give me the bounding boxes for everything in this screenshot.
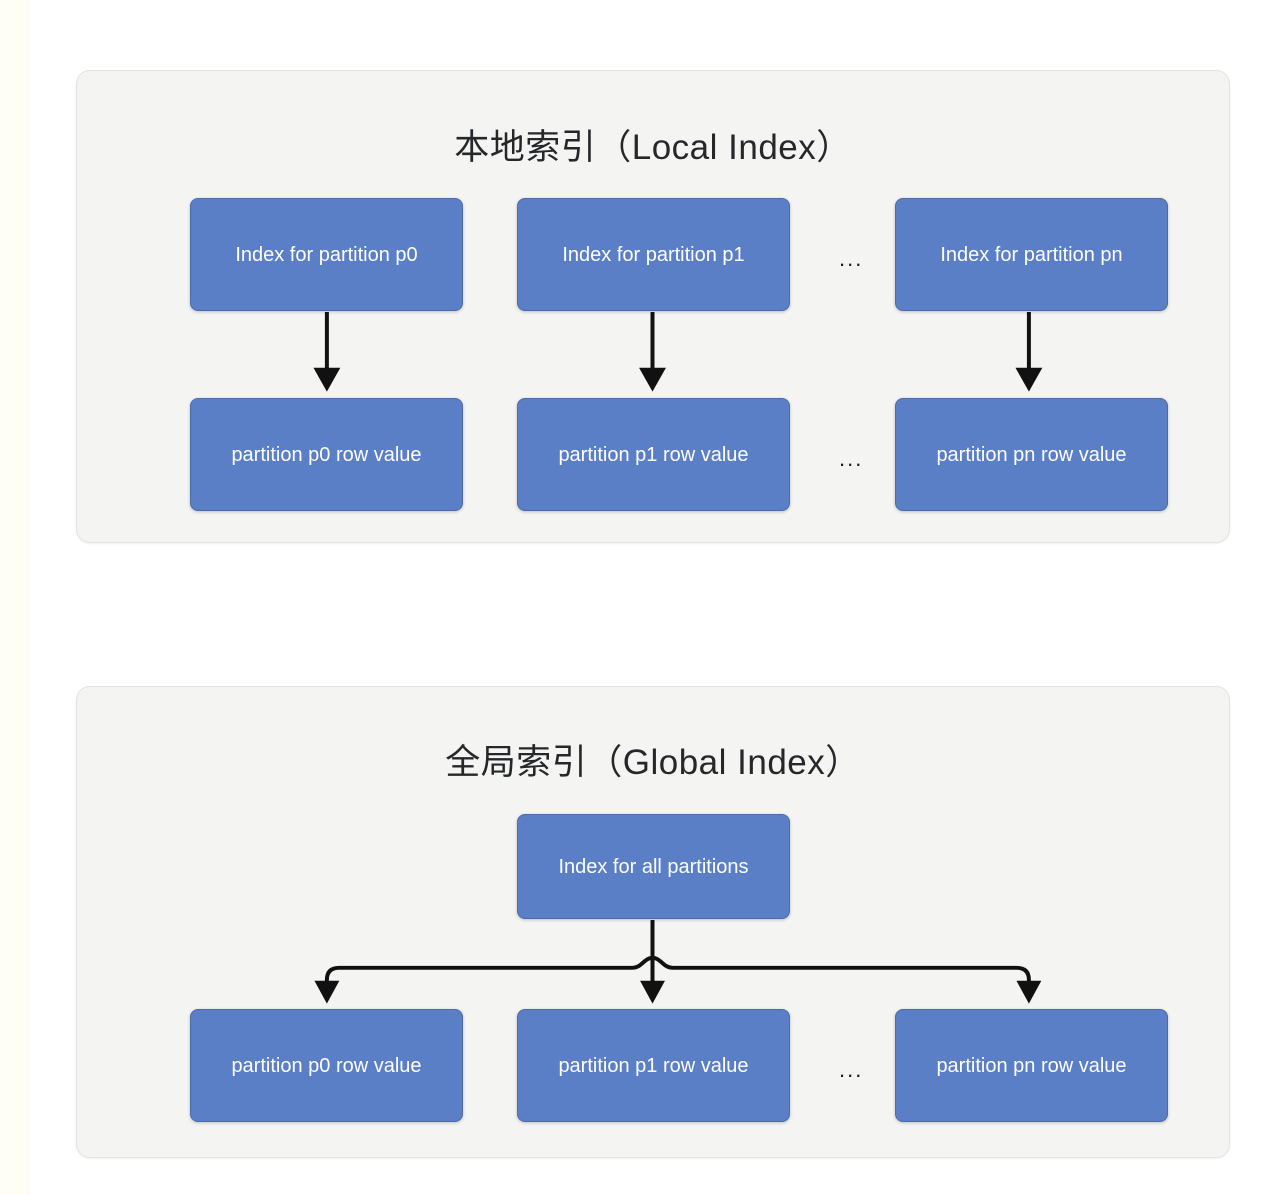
global-index-panel: 全局索引（Global Index） Index for all partiti…	[76, 686, 1230, 1158]
node-index-partition-pn[interactable]: Index for partition pn	[895, 198, 1168, 311]
arrow-heads-local	[313, 367, 1043, 392]
arrow-head-global-p1	[640, 980, 665, 1004]
node-global-value-partition-p0[interactable]: partition p0 row value	[190, 1009, 463, 1122]
arrow-head-global-p0	[314, 980, 340, 1004]
node-index-partition-p1[interactable]: Index for partition p1	[517, 198, 790, 311]
page-background-tint	[0, 0, 30, 1195]
local-index-panel: 本地索引（Local Index） Index for partition p0…	[76, 70, 1230, 543]
branch-right	[652, 955, 1031, 986]
global-index-title: 全局索引（Global Index）	[445, 743, 861, 782]
arrow-heads-global	[314, 980, 1042, 1004]
ellipsis-local-value-row: ...	[839, 446, 864, 471]
node-index-all-partitions[interactable]: Index for all partitions	[517, 814, 790, 919]
arrow-head-pn	[1015, 367, 1043, 392]
node-global-value-partition-pn[interactable]: partition pn row value	[895, 1009, 1168, 1122]
node-value-partition-p0[interactable]: partition p0 row value	[190, 398, 463, 511]
node-value-partition-pn[interactable]: partition pn row value	[895, 398, 1168, 511]
node-index-partition-p0[interactable]: Index for partition p0	[190, 198, 463, 311]
arrow-head-p0	[313, 367, 341, 392]
ellipsis-local-index-row: ...	[839, 246, 864, 271]
local-index-title: 本地索引（Local Index）	[454, 128, 852, 167]
arrow-head-global-pn	[1016, 980, 1042, 1004]
branch-left	[324, 955, 653, 986]
arrow-head-p1	[639, 367, 666, 392]
node-value-partition-p1[interactable]: partition p1 row value	[517, 398, 790, 511]
ellipsis-global-value-row: ...	[839, 1057, 864, 1082]
node-global-value-partition-p1[interactable]: partition p1 row value	[517, 1009, 790, 1122]
